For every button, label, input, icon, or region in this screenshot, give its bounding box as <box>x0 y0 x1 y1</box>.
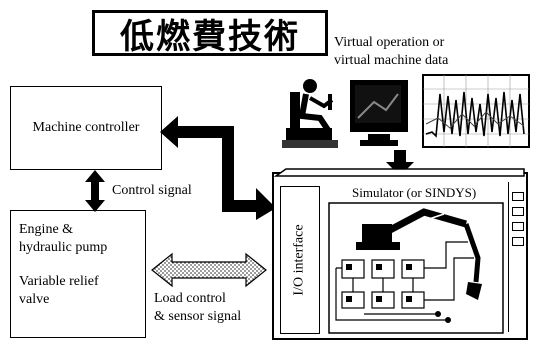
control-signal-arrow <box>85 170 105 212</box>
virtual-data-label: Virtual operation or virtual machine dat… <box>334 34 448 70</box>
load-control-line-2: & sensor signal <box>154 309 242 324</box>
load-control-arrow <box>151 252 267 288</box>
engine-pump-box: Engine & hydraulic pump Variable relief … <box>10 210 146 338</box>
title-box: 低燃費技術 <box>92 10 328 57</box>
engine-label: Engine & <box>19 222 74 237</box>
controller-simulator-arrow <box>160 116 276 220</box>
relief-valve-label-1: Variable relief <box>19 274 99 289</box>
simulator-top-bevel <box>273 168 525 177</box>
io-interface-label: I/O interface <box>292 224 307 296</box>
waveform-chart-icon <box>422 74 530 148</box>
io-interface-panel: I/O interface <box>280 186 320 334</box>
virtual-label-line-1: Virtual operation or <box>334 35 445 50</box>
monitor-icon <box>350 80 408 146</box>
relief-valve-label-2: valve <box>19 292 50 307</box>
diagram-title: 低燃費技術 <box>120 16 300 57</box>
control-signal-label: Control signal <box>112 183 192 198</box>
hydraulic-pump-label: hydraulic pump <box>19 240 108 255</box>
load-control-line-1: Load control <box>154 291 226 306</box>
simulator-label: Simulator (or SINDYS) <box>352 185 477 200</box>
virtual-label-line-2: virtual machine data <box>334 53 449 68</box>
excavator-schematic-icon <box>328 202 504 334</box>
drive-bays <box>508 182 527 332</box>
load-control-label: Load control & sensor signal <box>154 290 241 326</box>
operator-seat-icon <box>282 79 338 148</box>
monitor-down-arrow <box>386 150 414 176</box>
machine-controller-label: Machine controller <box>32 120 140 135</box>
machine-controller-box: Machine controller <box>10 86 162 170</box>
